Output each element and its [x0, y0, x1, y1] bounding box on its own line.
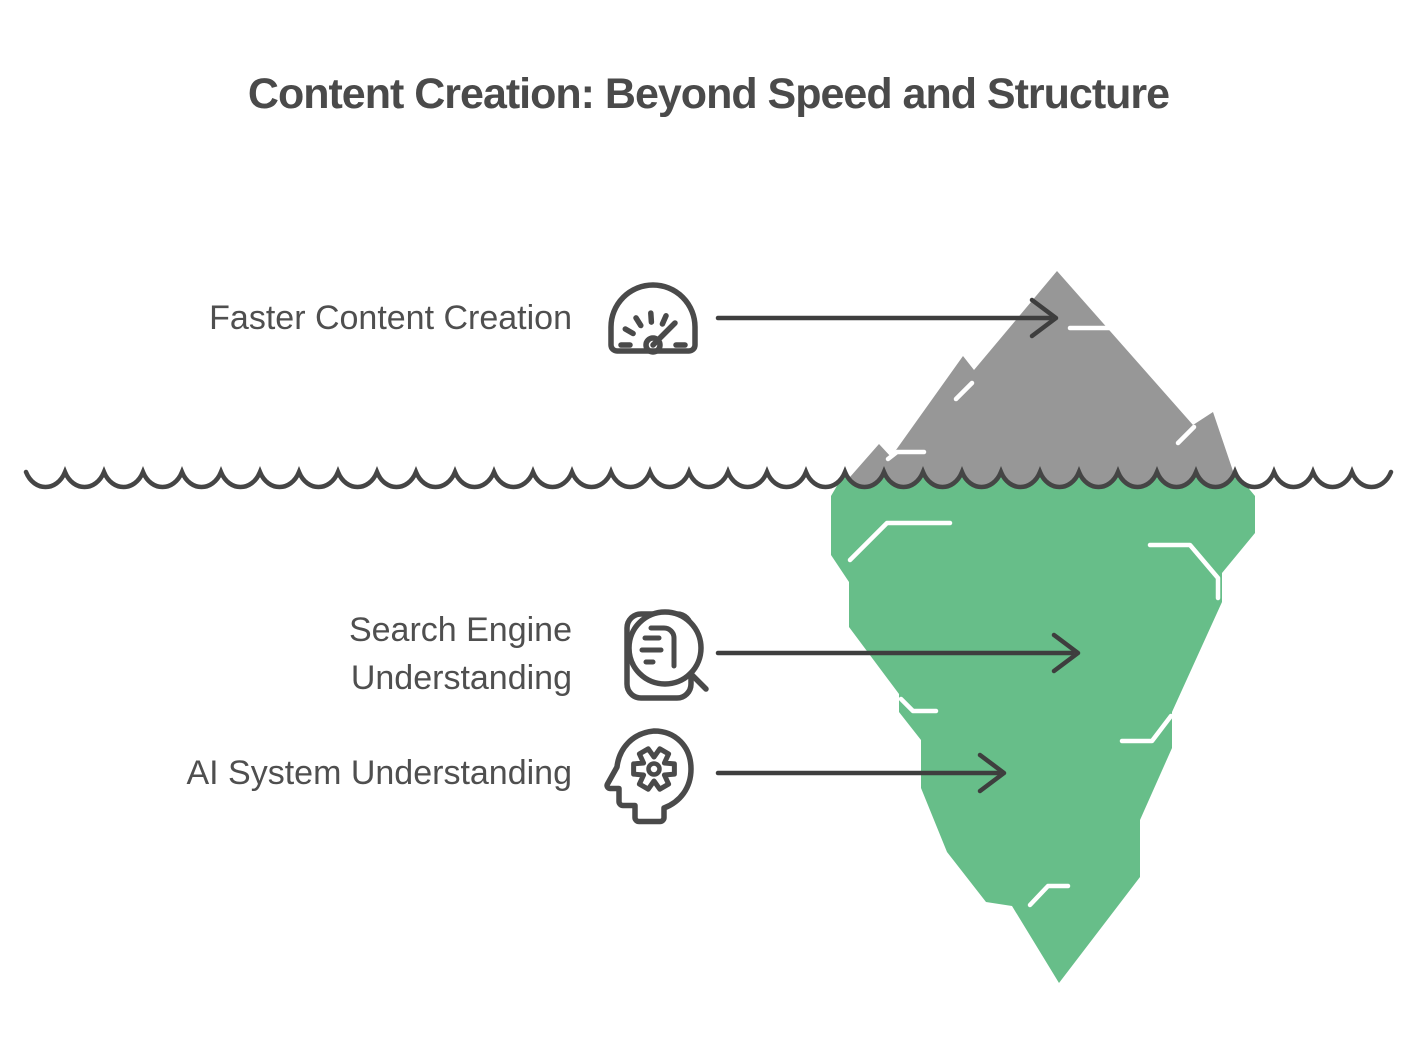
label-text-line2: Understanding	[350, 659, 572, 697]
arrow-search-engine-understanding	[715, 632, 1081, 674]
speedometer-icon	[608, 282, 698, 355]
page-title: Content Creation: Beyond Speed and Struc…	[247, 70, 1170, 118]
label-search-engine-understanding: Search Engine Understanding	[100, 606, 572, 702]
label-faster-content-creation: Faster Content Creation	[100, 298, 572, 338]
label-text-line1: Search Engine	[348, 611, 572, 649]
label-text: AI System Understanding	[186, 754, 572, 792]
document-search-icon	[624, 609, 709, 701]
arrows	[715, 297, 1081, 794]
iceberg-crevices-below	[847, 520, 1221, 908]
iceberg-crevices-above	[885, 325, 1197, 462]
arrow-faster-content-creation	[715, 297, 1059, 339]
water-line	[23, 465, 1394, 490]
arrow-ai-system-understanding	[715, 752, 1007, 794]
head-gear-icon	[604, 728, 694, 825]
iceberg-above-water	[848, 271, 1235, 492]
iceberg-below-water	[831, 472, 1255, 983]
label-text: Faster Content Creation	[209, 299, 572, 337]
label-ai-system-understanding: AI System Understanding	[80, 753, 572, 793]
